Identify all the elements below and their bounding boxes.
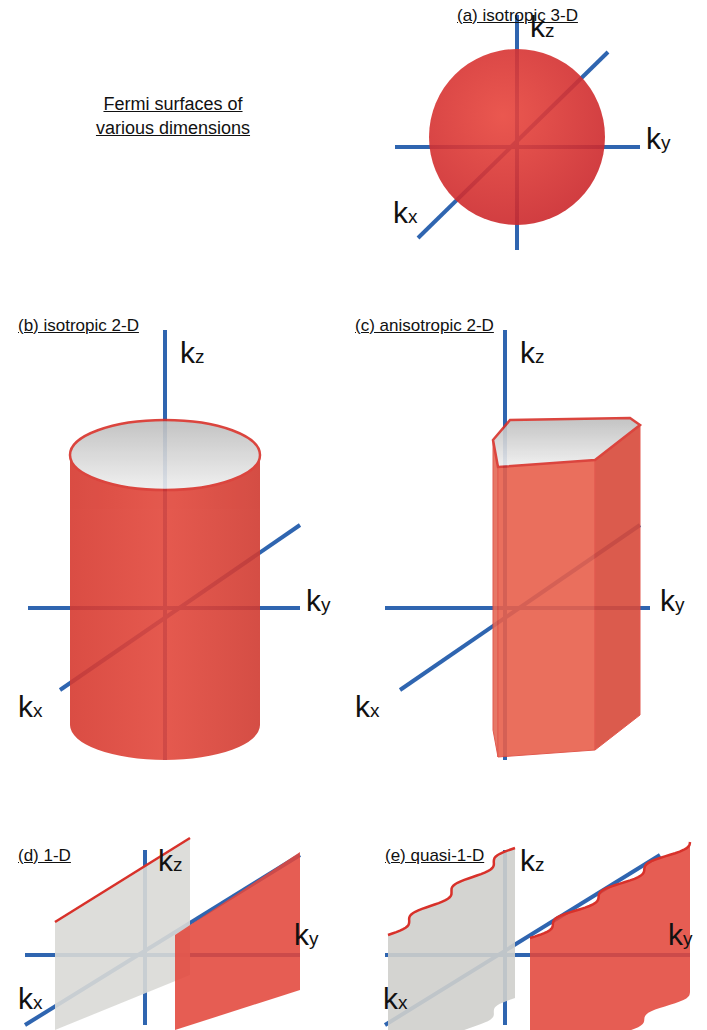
fermi-warped-sheets: [388, 842, 690, 1030]
panel-label: (d) 1-D: [18, 846, 71, 866]
axis-label: kx: [383, 984, 408, 1014]
panel-label: (e) quasi-1-D: [385, 846, 484, 866]
axis-label: kz: [520, 338, 545, 368]
axis-label: kz: [158, 846, 183, 876]
axis-label: kz: [180, 338, 205, 368]
fermi-cylinder: [70, 420, 260, 760]
sheet-edge: [530, 842, 690, 938]
axes-back: [25, 15, 690, 1025]
panel-label: (c) anisotropic 2-D: [355, 316, 494, 336]
panel-label: (a) isotropic 3-D: [457, 6, 578, 26]
axis-label: ky: [646, 124, 671, 154]
warped-sheet: [530, 842, 690, 1030]
fermi-sphere: [429, 49, 605, 225]
fermi-prism: [493, 418, 640, 757]
fermi-sheets: [55, 838, 300, 1030]
axis-label: kx: [18, 692, 43, 722]
axis-label: ky: [306, 586, 331, 616]
panel-label: (b) isotropic 2-D: [18, 316, 139, 336]
axis-label: ky: [660, 586, 685, 616]
axis-label: kx: [355, 692, 380, 722]
axis-label: kz: [520, 846, 545, 876]
axis-label: kx: [18, 984, 43, 1014]
figure-title: Fermi surfaces of various dimensions: [88, 92, 258, 141]
axis-label: kx: [393, 198, 418, 228]
axis-label: ky: [668, 920, 693, 950]
axis-label: ky: [294, 920, 319, 950]
axis-label: kz: [530, 12, 555, 42]
